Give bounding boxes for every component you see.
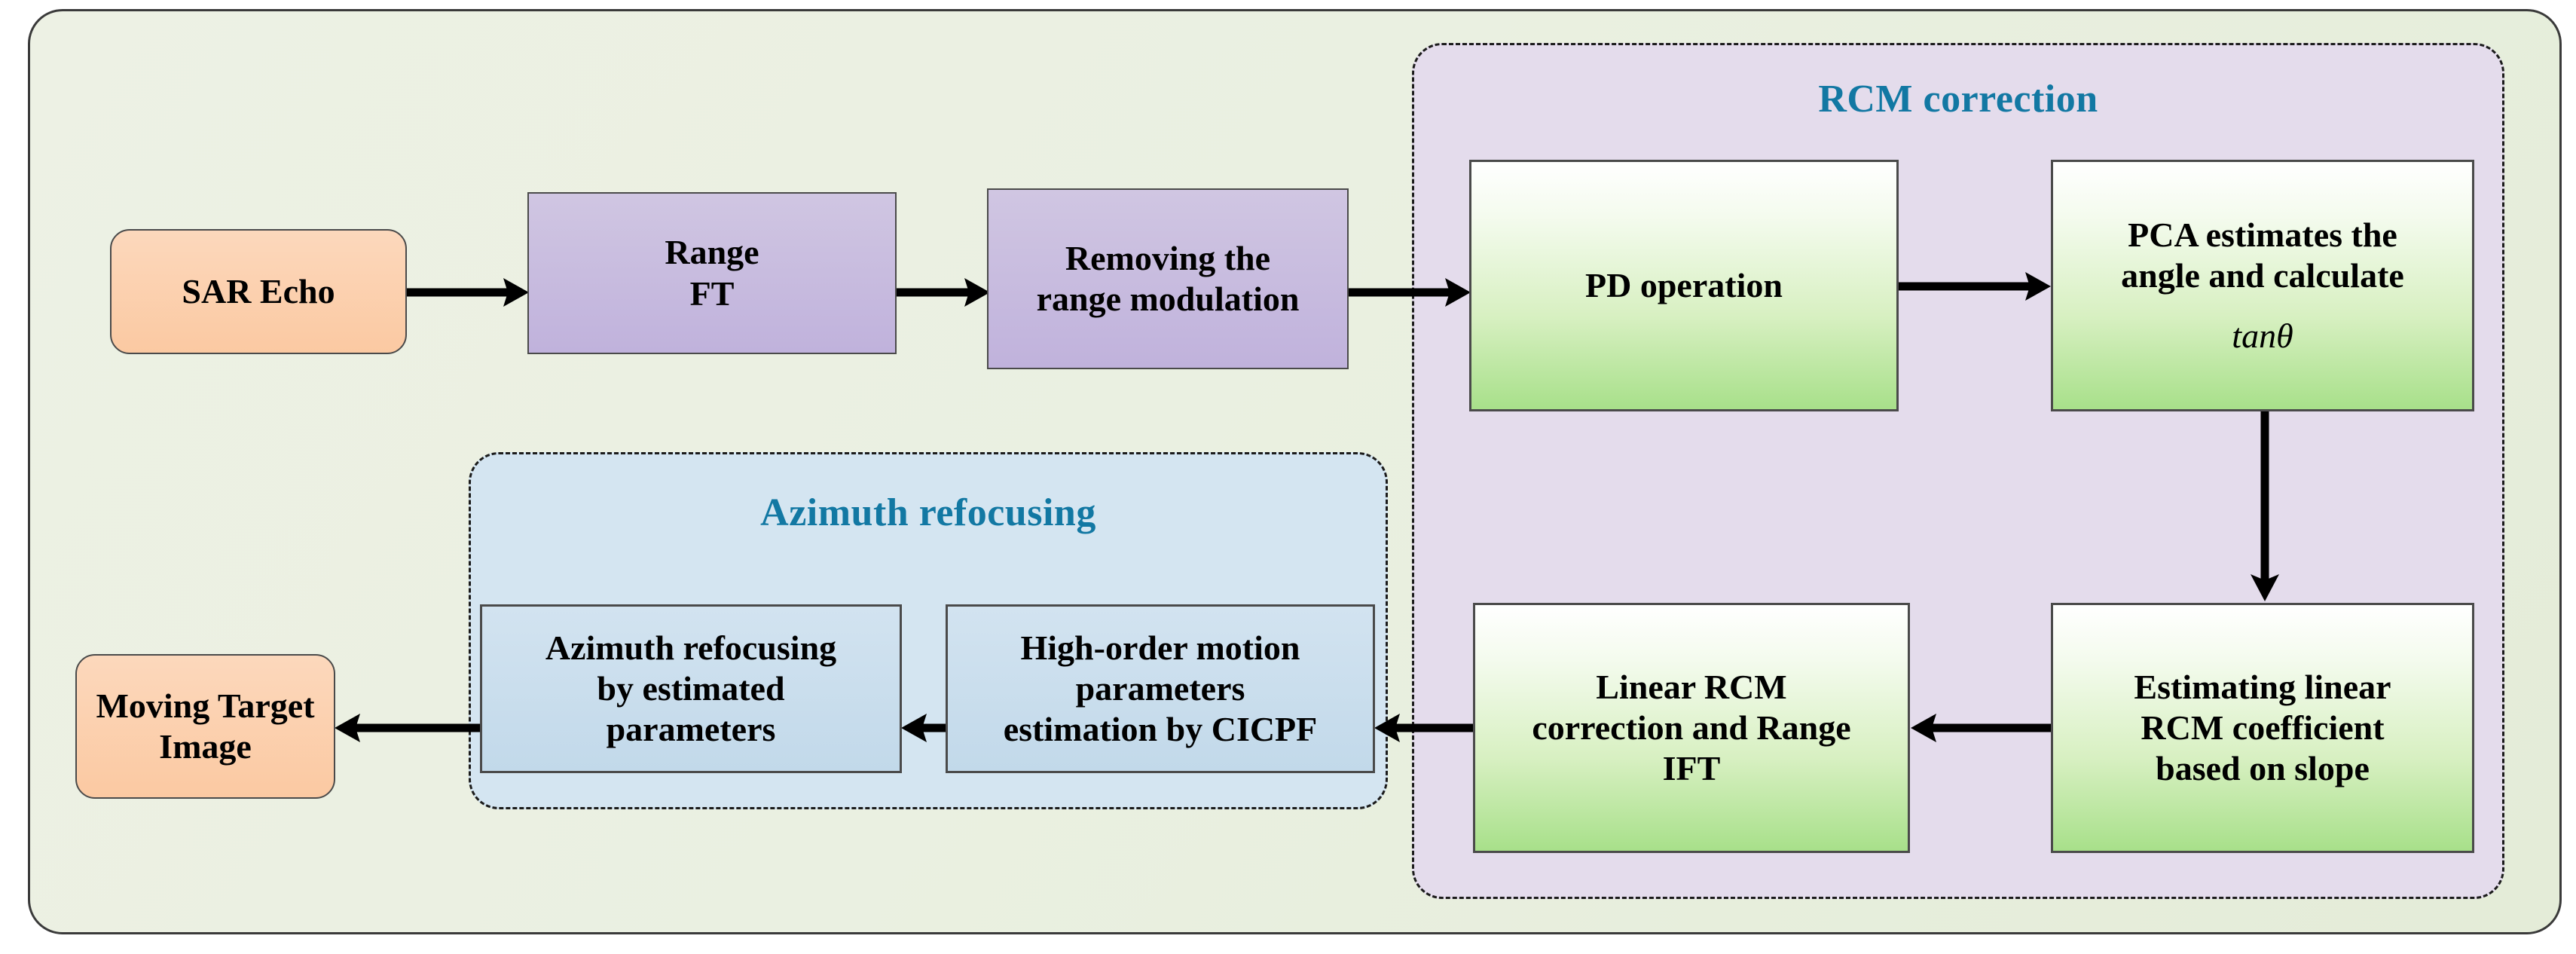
arrow-pca-to-estimating xyxy=(2244,410,2286,607)
node-pca-line2: angle and calculate xyxy=(2121,255,2404,295)
node-moving-target-line1: Moving Target xyxy=(96,686,315,725)
node-range-ft-line2: FT xyxy=(689,274,735,313)
node-estimating-line2: RCM coefficient xyxy=(2141,708,2385,747)
arrow-rangeft-to-removing xyxy=(895,271,997,313)
arrow-azrefocus-to-movingtarget xyxy=(332,707,485,749)
node-sar-echo[interactable]: SAR Echo xyxy=(110,229,407,354)
node-estimating-linear-rcm-coefficient[interactable]: Estimating linear RCM coefficient based … xyxy=(2051,603,2474,853)
node-azrefocus-line2: by estimated xyxy=(597,668,785,708)
node-pca-line1: PCA estimates the xyxy=(2128,215,2397,254)
node-cicpf-line2: parameters xyxy=(1075,668,1245,708)
node-linear-rcm-correction-range-ift[interactable]: Linear RCM correction and Range IFT xyxy=(1473,603,1910,853)
node-linear-rcm-line1: Linear RCM xyxy=(1596,667,1787,706)
arrow-sar-to-rangeft xyxy=(407,271,535,313)
node-pca-line3-tan-theta: tanθ xyxy=(2232,316,2293,356)
node-cicpf-line3: estimation by CICPF xyxy=(1003,710,1318,749)
arrow-removing-to-pd xyxy=(1346,271,1477,313)
node-azrefocus-line1: Azimuth refocusing xyxy=(545,628,837,667)
node-azimuth-refocusing-by-estimated-parameters[interactable]: Azimuth refocusing by estimated paramete… xyxy=(480,604,902,773)
node-sar-echo-label: SAR Echo xyxy=(182,271,335,310)
node-pd-operation[interactable]: PD operation xyxy=(1469,160,1899,411)
node-pca-estimates-angle[interactable]: PCA estimates the angle and calculate ta… xyxy=(2051,160,2474,411)
node-linear-rcm-line3: IFT xyxy=(1662,749,1721,788)
arrow-pd-to-pca xyxy=(1897,265,2057,307)
node-estimating-line1: Estimating linear xyxy=(2134,667,2391,706)
node-range-ft[interactable]: Range FT xyxy=(527,192,897,354)
arrow-cicpf-to-azrefocus xyxy=(898,707,949,749)
node-removing-line1: Removing the xyxy=(1065,238,1271,277)
arrow-linearrcm-to-cicpf xyxy=(1371,707,1477,749)
group-title-azimuth-refocusing: Azimuth refocusing xyxy=(760,491,1096,534)
node-azrefocus-line3: parameters xyxy=(606,710,776,749)
node-moving-target-image[interactable]: Moving Target Image xyxy=(75,654,335,799)
arrow-estimating-to-linearrcm xyxy=(1908,707,2055,749)
node-range-ft-line1: Range xyxy=(665,233,759,272)
node-cicpf-line1: High-order motion xyxy=(1020,628,1300,667)
node-high-order-motion-parameters-cicpf[interactable]: High-order motion parameters estimation … xyxy=(946,604,1375,773)
node-linear-rcm-line2: correction and Range xyxy=(1532,708,1851,747)
node-removing-line2: range modulation xyxy=(1036,280,1300,318)
node-moving-target-line2: Image xyxy=(159,727,252,766)
node-pd-operation-label: PD operation xyxy=(1585,265,1783,304)
node-estimating-line3: based on slope xyxy=(2156,749,2370,788)
node-removing-range-modulation[interactable]: Removing the range modulation xyxy=(987,188,1349,369)
group-title-rcm-correction: RCM correction xyxy=(1818,78,2098,121)
